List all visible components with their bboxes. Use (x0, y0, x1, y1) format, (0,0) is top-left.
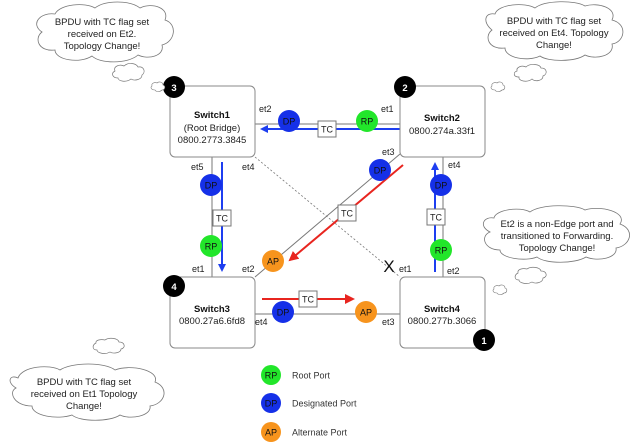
svg-text:DP: DP (277, 308, 290, 318)
legend-item-designated-port: DP Designated Port (261, 393, 357, 413)
tc-label: TC (302, 295, 314, 305)
port-labels: et2 et5 et4 et1 et3 et4 et1 et2 et4 et1 … (191, 104, 461, 327)
svg-text:DP: DP (205, 181, 218, 191)
svg-text:Change!: Change! (536, 40, 572, 51)
svg-text:Et2 is a non-Edge port and: Et2 is a non-Edge port and (500, 219, 613, 230)
svg-text:3: 3 (171, 83, 176, 94)
tc-box-s2-s4: TC (426, 208, 446, 226)
tc-box-s3-s4: TC (298, 290, 318, 308)
svg-text:BPDU with TC flag set: BPDU with TC flag set (55, 17, 150, 28)
svg-text:Topology Change!: Topology Change! (64, 41, 141, 52)
switch-name: Switch2 (424, 113, 460, 124)
svg-text:received on Et2.: received on Et2. (68, 29, 137, 40)
svg-text:DP: DP (283, 117, 296, 127)
tc-label: TC (216, 214, 228, 224)
svg-text:BPDU with TC flag set: BPDU with TC flag set (507, 16, 602, 27)
port-label: et4 (448, 160, 461, 170)
switch-role: (Root Bridge) (184, 123, 241, 134)
svg-text:received on Et4. Topology: received on Et4. Topology (499, 28, 608, 39)
port-s2-et1-rp[interactable]: RP (356, 110, 378, 132)
svg-text:Topology Change!: Topology Change! (519, 243, 596, 254)
port-s1-et2-dp[interactable]: DP (278, 110, 300, 132)
tc-label: TC (430, 213, 442, 223)
blocked-x-icon: X (383, 257, 394, 276)
link-s1-s4-blocked (254, 156, 401, 278)
badge-switch2: 2 (394, 76, 416, 98)
switch2[interactable]: Switch2 0800.274a.33f1 (399, 85, 486, 158)
port-label: et1 (192, 264, 205, 274)
port-s3-et4-dp[interactable]: DP (272, 301, 294, 323)
legend-item-root-port: RP Root Port (261, 365, 331, 385)
switch-name: Switch1 (194, 110, 231, 121)
switch1[interactable]: Switch1 (Root Bridge) 0800.2773.3845 (169, 85, 256, 158)
svg-text:transitioned to Forwarding.: transitioned to Forwarding. (501, 231, 613, 242)
switch-name: Switch3 (194, 304, 230, 315)
svg-text:DP: DP (374, 166, 387, 176)
badge-switch3: 4 (163, 275, 185, 297)
switch-mac: 0800.2773.3845 (178, 135, 247, 146)
port-label: et3 (382, 147, 395, 157)
port-label: et4 (242, 162, 255, 172)
port-label: et2 (242, 264, 255, 274)
svg-text:Designated Port: Designated Port (292, 399, 357, 409)
port-label: et2 (447, 266, 460, 276)
svg-text:AP: AP (265, 428, 277, 438)
port-s3-et2-ap[interactable]: AP (262, 250, 284, 272)
svg-text:RP: RP (435, 246, 448, 256)
port-label: et4 (255, 317, 268, 327)
svg-text:4: 4 (171, 282, 177, 293)
switch-mac: 0800.274a.33f1 (409, 126, 475, 137)
port-s2-et4-dp[interactable]: DP (430, 174, 452, 196)
cloud-top-left: BPDU with TC flag set received on Et2. T… (36, 1, 174, 92)
badge-switch1: 3 (163, 76, 185, 98)
switch-name: Switch4 (424, 304, 461, 315)
port-s1-et5-dp[interactable]: DP (200, 174, 222, 196)
legend: RP Root Port DP Designated Port AP Alter… (261, 365, 357, 442)
switch4[interactable]: Switch4 0800.277b.3066 (399, 276, 486, 349)
svg-text:DP: DP (265, 399, 278, 409)
badge-switch4: 1 (473, 329, 495, 351)
tc-boxes: TC TC TC TC TC (212, 120, 446, 308)
port-label: et1 (381, 104, 394, 114)
svg-text:DP: DP (435, 181, 448, 191)
svg-text:Change!: Change! (66, 401, 102, 412)
port-s4-et2-rp[interactable]: RP (430, 239, 452, 261)
svg-text:1: 1 (481, 336, 487, 347)
tc-box-s1-s3: TC (212, 209, 232, 227)
svg-text:BPDU with TC flag set: BPDU with TC flag set (37, 377, 132, 388)
cloud-top-right: BPDU with TC flag set received on Et4. T… (485, 1, 624, 92)
legend-item-alternate-port: AP Alternate Port (261, 422, 348, 442)
cloud-mid-right: Et2 is a non-Edge port and transitioned … (482, 205, 630, 295)
tc-label: TC (341, 209, 353, 219)
svg-text:2: 2 (402, 83, 407, 94)
port-label: et3 (382, 317, 395, 327)
port-label: et5 (191, 162, 204, 172)
svg-text:RP: RP (265, 371, 278, 381)
switch-mac: 0800.27a6.6fd8 (179, 316, 245, 327)
tc-box-s2-s3: TC (337, 204, 357, 222)
svg-text:Root Port: Root Port (292, 371, 331, 381)
svg-text:RP: RP (361, 117, 374, 127)
port-s2-et3-dp[interactable]: DP (369, 159, 391, 181)
svg-text:AP: AP (267, 257, 279, 267)
svg-text:RP: RP (205, 242, 218, 252)
tc-box-s1-s2: TC (317, 120, 337, 138)
tc-label: TC (321, 125, 333, 135)
switch3[interactable]: Switch3 0800.27a6.6fd8 (169, 276, 256, 349)
port-label: et2 (259, 104, 272, 114)
port-label: et1 (399, 264, 412, 274)
cloud-bottom-left: BPDU with TC flag set received on Et1 To… (9, 337, 165, 421)
port-s3-et1-rp[interactable]: RP (200, 235, 222, 257)
switch-mac: 0800.277b.3066 (408, 316, 477, 327)
svg-text:received on Et1 Topology: received on Et1 Topology (31, 389, 138, 400)
svg-text:Alternate Port: Alternate Port (292, 428, 348, 438)
port-s4-et3-ap[interactable]: AP (355, 301, 377, 323)
svg-text:AP: AP (360, 308, 372, 318)
